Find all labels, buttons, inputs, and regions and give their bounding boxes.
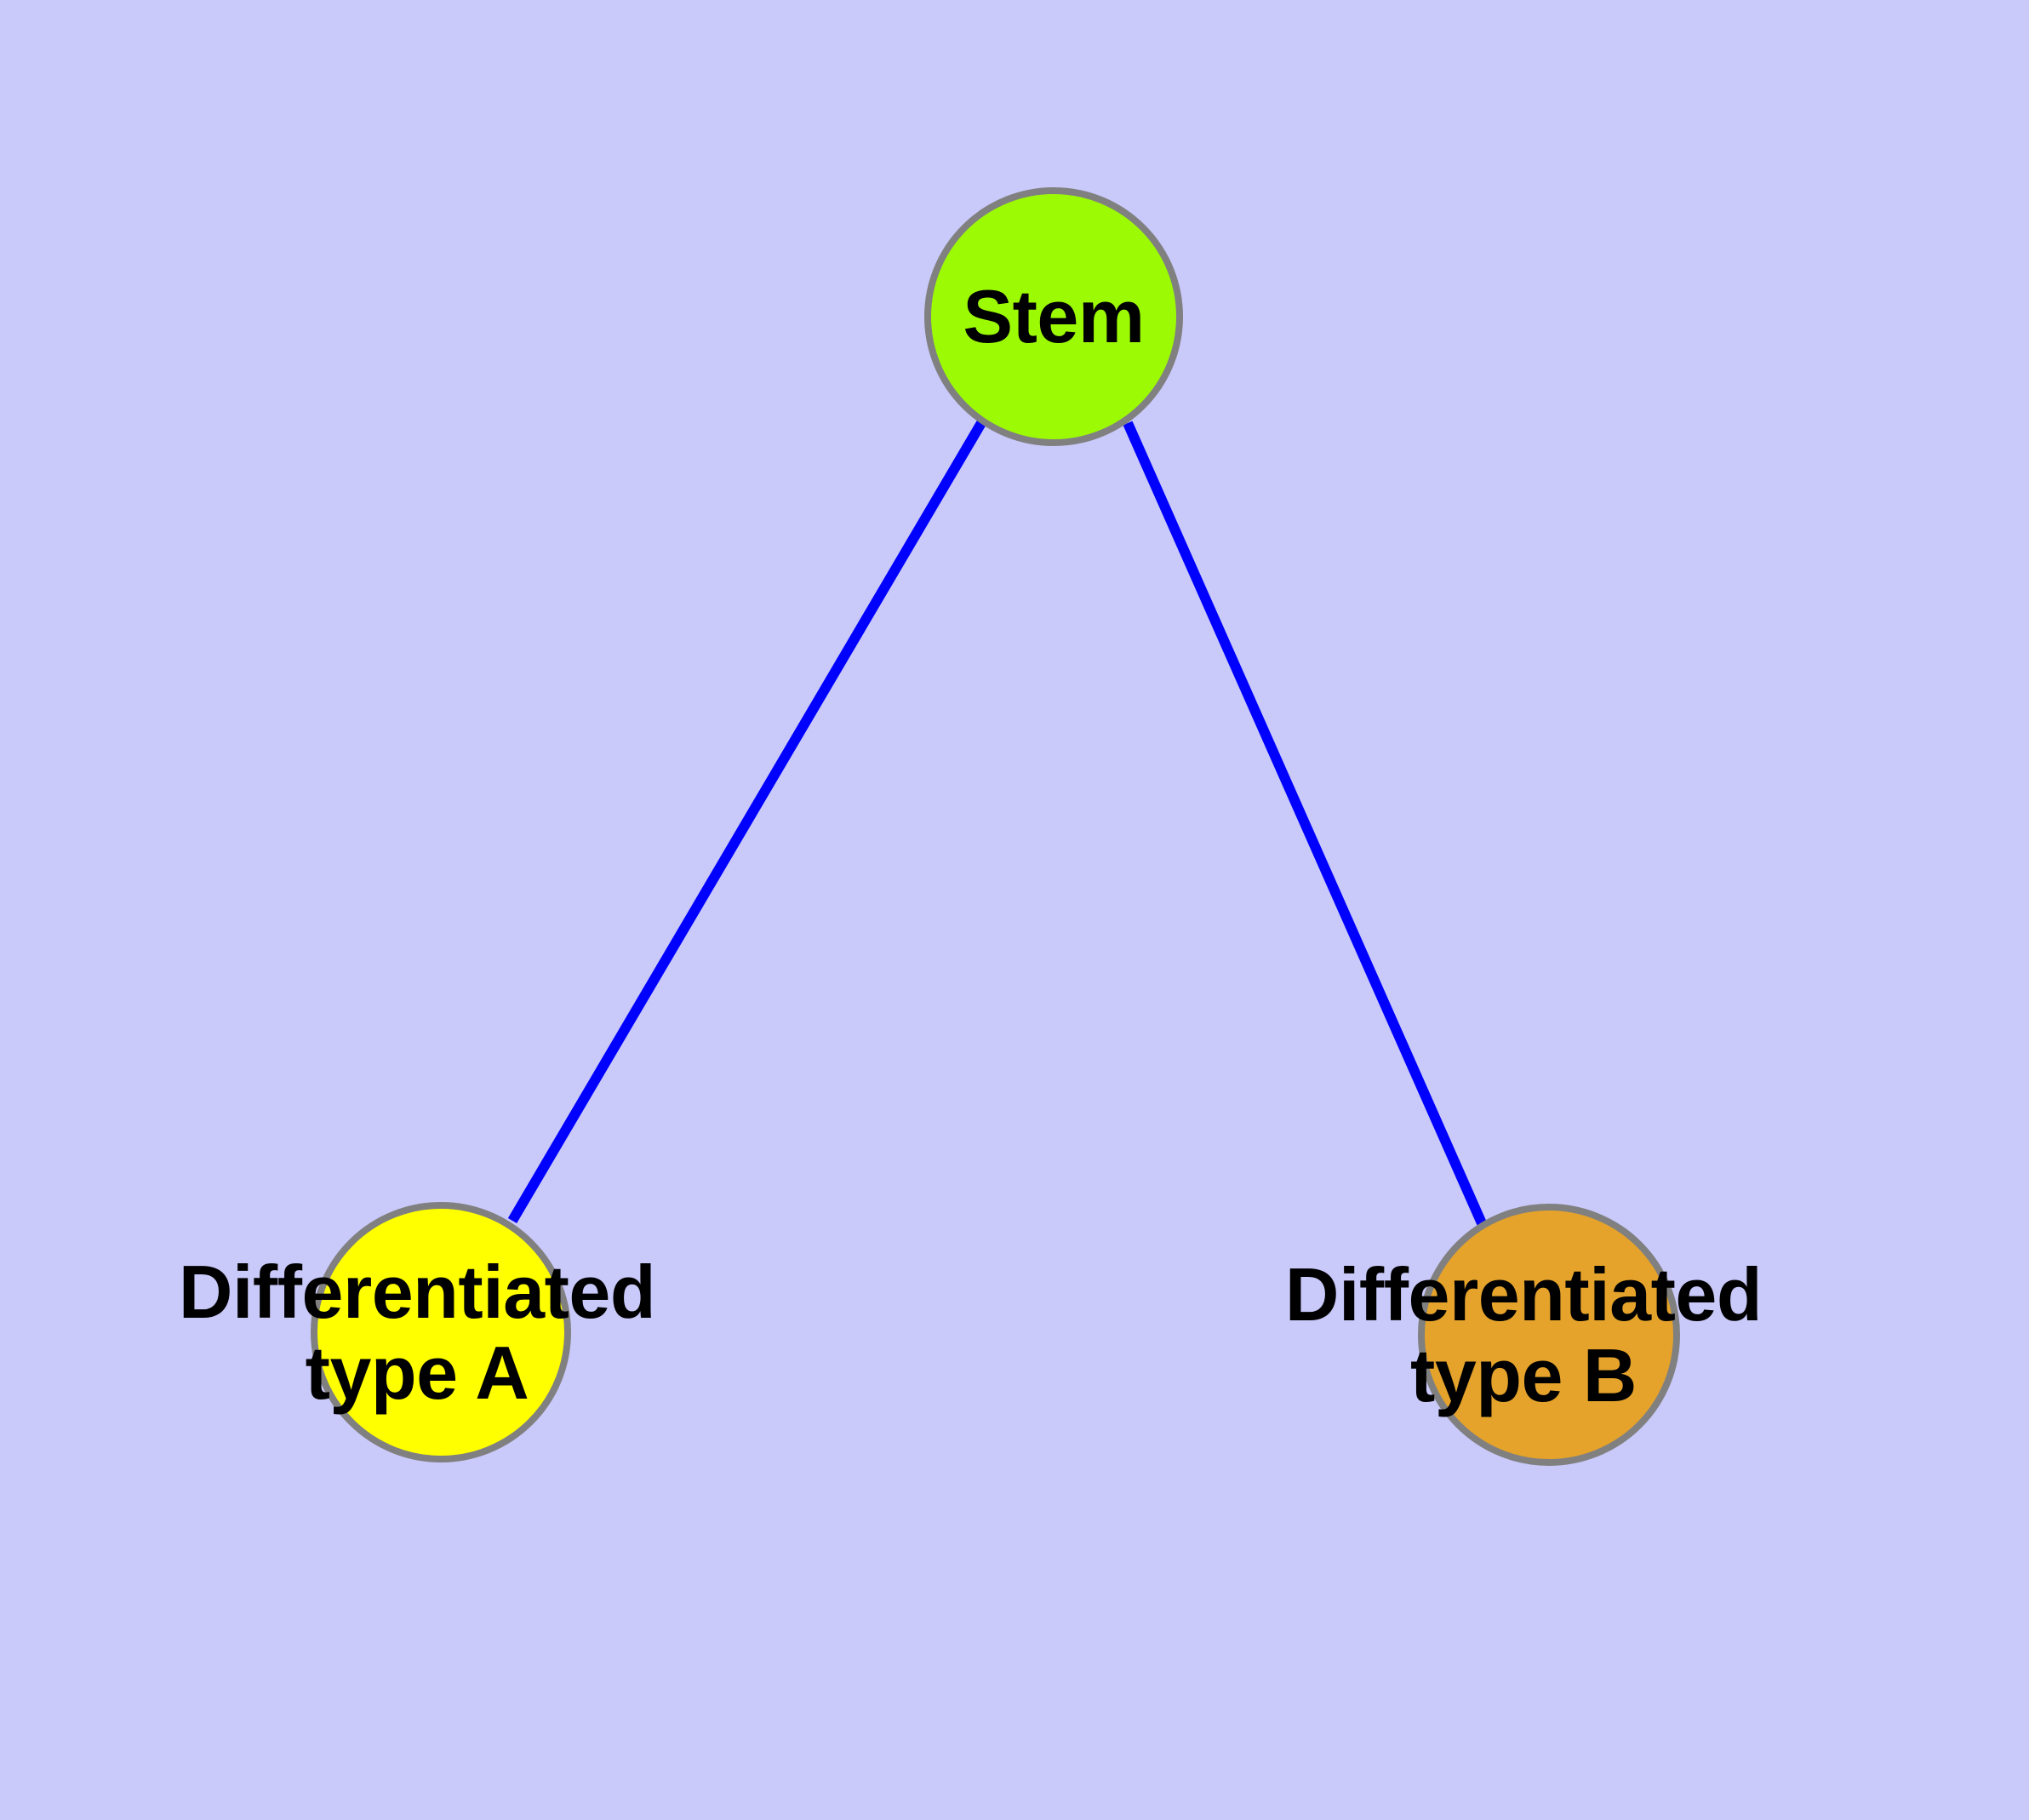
node-differentiated-type-b[interactable]: [1418, 1204, 1680, 1466]
node-label-differentiated-type-a: Differentiated type A: [178, 1249, 656, 1415]
node-label-stem: Stem: [963, 274, 1145, 359]
node-stem[interactable]: [924, 187, 1183, 446]
node-label-differentiated-type-b: Differentiated type B: [1284, 1251, 1763, 1417]
node-differentiated-type-a[interactable]: [311, 1202, 571, 1462]
edge-stem-to-differentiated-type-b[interactable]: [1123, 421, 1487, 1226]
edge-stem-to-differentiated-type-a[interactable]: [507, 420, 986, 1224]
